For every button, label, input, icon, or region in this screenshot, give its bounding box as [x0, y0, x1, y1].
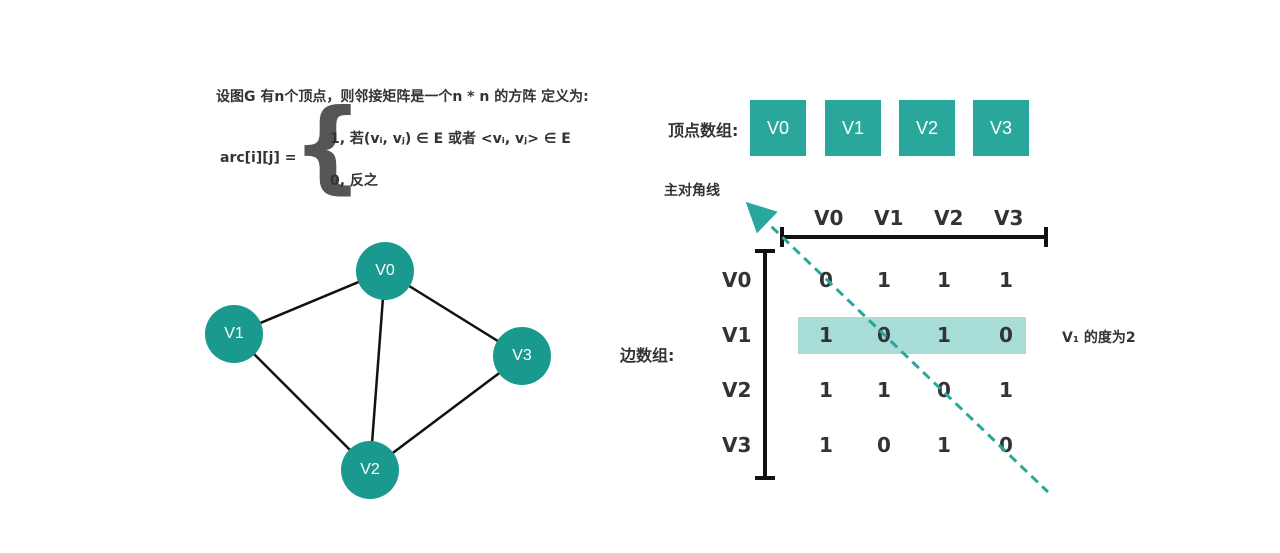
edge-v1-v2 [233, 333, 371, 471]
row-header-v0: V0 [722, 268, 752, 292]
row-header-v3: V3 [722, 433, 752, 457]
row-header-v2: V2 [722, 378, 752, 402]
col-header-v2: V2 [934, 206, 964, 230]
vertex-array-item-2: V2 [899, 100, 955, 156]
col-header-v1: V1 [874, 206, 904, 230]
graph-node-v0: V0 [356, 242, 414, 300]
matrix-cell-1-0: 1 [819, 323, 833, 347]
graph-node-v2: V2 [341, 441, 399, 499]
graph-node-v3: V3 [493, 327, 551, 385]
degree-note: V₁ 的度为2 [1062, 330, 1136, 346]
definition-case-2: 0, 反之 [330, 173, 378, 189]
matrix-cell-0-3: 1 [999, 268, 1013, 292]
highlight-row [798, 317, 1026, 354]
vertex-array-item-1: V1 [825, 100, 881, 156]
matrix-cell-3-1: 0 [877, 433, 891, 457]
diagonal-label: 主对角线 [664, 183, 720, 199]
matrix-cell-0-1: 1 [877, 268, 891, 292]
col-header-v0: V0 [814, 206, 844, 230]
matrix-cell-2-1: 1 [877, 378, 891, 402]
vertex-array-item-3: V3 [973, 100, 1029, 156]
matrix-cell-3-0: 1 [819, 433, 833, 457]
matrix-cell-1-3: 0 [999, 323, 1013, 347]
row-header-v1: V1 [722, 323, 752, 347]
edge-v2-v3 [369, 355, 523, 471]
matrix-cell-1-2: 1 [937, 323, 951, 347]
matrix-cell-3-3: 0 [999, 433, 1013, 457]
definition-case-1: 1, 若(vᵢ, vⱼ) ∈ E 或者 <vᵢ, vⱼ> ∈ E [330, 131, 571, 147]
col-header-v3: V3 [994, 206, 1024, 230]
vertex-array-label: 顶点数组: [668, 121, 739, 140]
matrix-cell-2-3: 1 [999, 378, 1013, 402]
graph-node-v1: V1 [205, 305, 263, 363]
edge-array-label: 边数组: [620, 346, 675, 365]
matrix-cell-2-0: 1 [819, 378, 833, 402]
definition-lhs: arc[i][j] = [220, 150, 297, 166]
edge-v0-v2 [368, 270, 387, 471]
matrix-cell-3-2: 1 [937, 433, 951, 457]
curly-brace: { [292, 87, 364, 204]
matrix-cell-0-2: 1 [937, 268, 951, 292]
vertex-array-item-0: V0 [750, 100, 806, 156]
definition-intro: 设图G 有n个顶点，则邻接矩阵是一个n * n 的方阵 定义为: [216, 89, 589, 105]
